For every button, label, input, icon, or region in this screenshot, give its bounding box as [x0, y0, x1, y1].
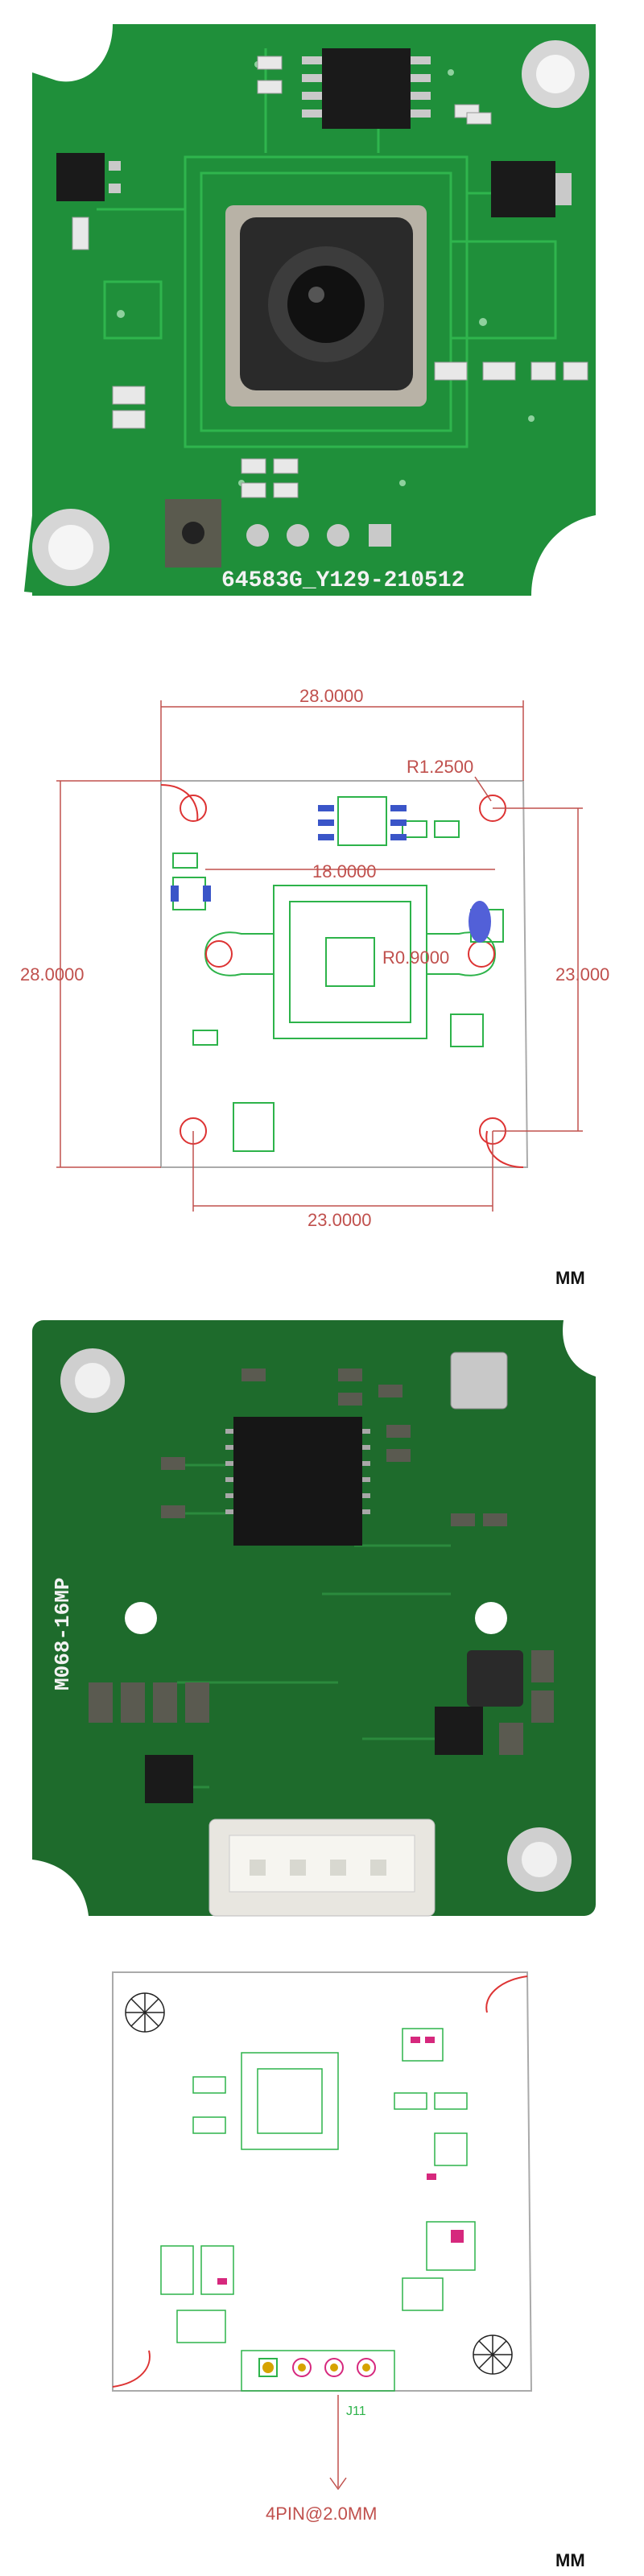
- bottom-unit-label: MM: [555, 2550, 585, 2570]
- pin-header-pads: [246, 524, 391, 547]
- unit-label: MM: [555, 1268, 585, 1288]
- drawing-footprints: [172, 796, 504, 1152]
- connector-4pin: [208, 1818, 436, 1917]
- crystal: [450, 1352, 508, 1410]
- pcb-traces: [97, 48, 564, 448]
- bottom-connector-drawing: J11 4PIN@2.0MM MM: [0, 1932, 644, 2576]
- dim-hole-label: R0.9000: [382, 947, 449, 968]
- passive-components: [72, 56, 588, 498]
- connector-pads: [258, 2358, 376, 2377]
- dim-bottom: [192, 1131, 493, 1212]
- drawing-oscillator: [469, 901, 491, 943]
- dim-radius-label: R1.2500: [407, 757, 473, 777]
- dim-top: [160, 700, 524, 781]
- bottom-regulator: [435, 1707, 483, 1755]
- connector-label: 4PIN@2.0MM: [266, 2504, 377, 2524]
- eeprom-chip: [302, 48, 431, 129]
- inductor: [467, 1650, 523, 1707]
- dim-width-label: 28.0000: [299, 686, 364, 706]
- isp-chip: [225, 1417, 370, 1546]
- board-silkscreen-label: 64583G_Y129-210512: [221, 568, 464, 593]
- camera-module: [225, 205, 427, 407]
- top-dimension-drawing: 28.0000 28.0000 R1.2500 18.0000 R0.9000 …: [0, 612, 644, 1304]
- drawing-pads: [171, 805, 407, 902]
- dim-horizontal-span-label: 23.0000: [308, 1210, 372, 1230]
- regulator-right: [491, 161, 572, 217]
- bottom-passives: [89, 1368, 554, 1755]
- bottom-drawing-outline: [112, 1971, 533, 2392]
- dim-left: [56, 780, 161, 1168]
- dim-height-label: 28.0000: [20, 964, 85, 985]
- regulator-left: [56, 153, 121, 201]
- bottom-pads: [217, 2037, 464, 2285]
- bottom-board-photo: M068-16MP: [0, 1304, 644, 1932]
- microphone: [165, 499, 221, 568]
- bottom-silkscreen-label: M068-16MP: [51, 1578, 75, 1690]
- dim-inner-label: 18.0000: [312, 861, 377, 881]
- top-board-photo: 64583G_Y129-210512: [0, 0, 644, 612]
- dim-vertical-span-label: 23.000: [555, 964, 609, 985]
- bottom-hole-left: [125, 1602, 157, 1634]
- bottom-regulator-left: [145, 1755, 193, 1803]
- bottom-footprints: [160, 2028, 476, 2392]
- bottom-hole-right: [475, 1602, 507, 1634]
- connector-ref-label: J11: [346, 2405, 366, 2418]
- connector-arrow: [329, 2395, 347, 2491]
- dim-right: [493, 807, 583, 1132]
- drawing-crosshair-holes: [125, 1992, 513, 2375]
- drawing-board-outline: [160, 780, 529, 1168]
